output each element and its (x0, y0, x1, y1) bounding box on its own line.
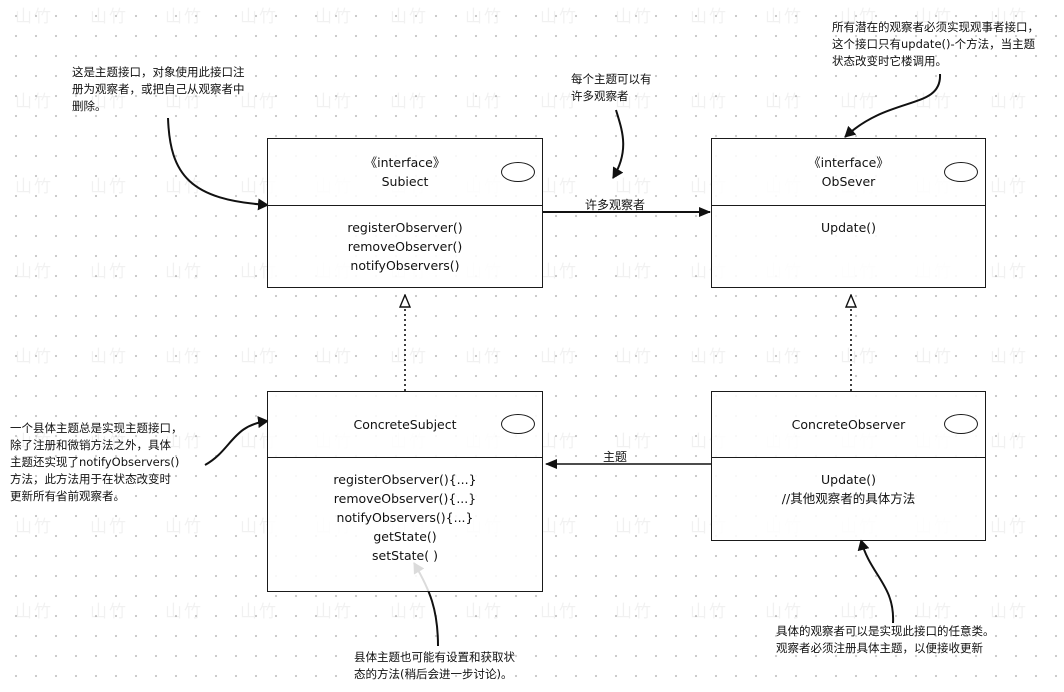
note-line: 每个主题可以有 (571, 72, 652, 86)
note-many-observers: 每个主题可以有 许多观察者 (571, 71, 652, 105)
concrete-observer-box[interactable]: ConcreteObserver Update() //其他观察者的具体方法 (711, 391, 986, 541)
note-line: 县体主题也可能有设置和获取状 (354, 650, 515, 664)
observer-name: ObSever (821, 174, 876, 189)
method: notifyObservers(){...} (336, 510, 474, 525)
note-line: 许多观察者 (571, 89, 629, 103)
method: notifyObservers() (350, 258, 460, 273)
concrete-observer-name: ConcreteObserver (791, 417, 906, 432)
observer-stereotype: 《interface》 (808, 155, 889, 170)
class-oval-icon (501, 414, 535, 434)
note-line: 这是主题接口，对象使用此接口注 (72, 65, 245, 79)
method: Update() (820, 472, 877, 487)
note-line: 更新所有省前观察者。 (10, 489, 125, 503)
note-arrow-observer (844, 73, 942, 138)
method: Update() (820, 220, 877, 235)
note-line: 这个接口只有update()-个方法，当主题 (832, 37, 1036, 51)
method: //其他观察者的具体方法 (781, 491, 916, 506)
note-subject-interface: 这是主题接口，对象使用此接口注 册为观察者，或把自己从观察者中 删除。 (72, 64, 245, 115)
method: registerObserver() (347, 220, 463, 235)
note-line: 除了注册和微销方法之外，具体 (10, 438, 171, 452)
subject-methods: registerObserver() removeObserver() noti… (268, 206, 542, 287)
class-oval-icon (501, 162, 535, 182)
note-concrete-subject: 一个县体主题总是实现主题接口， 除了注册和微销方法之外，具体 主题还实现了not… (10, 420, 183, 505)
note-line: 方法，此方法用于在状态改变时 (10, 472, 171, 486)
note-concrete-observer: 具体的观察者可以是实现此接口的任意类。 观察者必须注册具体主题，以便接收更新 (776, 623, 995, 657)
observer-methods: Update() (712, 206, 985, 287)
concrete-subject-name: ConcreteSubject (353, 417, 457, 432)
note-arrow-concrete-observer (857, 539, 895, 624)
note-line: 具体的观察者可以是实现此接口的任意类。 (776, 624, 995, 638)
method: getState() (373, 529, 437, 544)
note-arrow-concrete-subject (204, 416, 269, 466)
subject-stereotype: 《interface》 (364, 155, 446, 170)
note-arrow-many (612, 109, 625, 179)
note-line: 所有潜在的观察者必须实现观事者接口， (832, 20, 1039, 34)
note-state-methods: 县体主题也可能有设置和获取状 态的方法(稍后会进一步讨论)。 (354, 649, 515, 683)
note-line: 观察者必须注册具体主题，以便接收更新 (776, 641, 983, 655)
note-arrow-subject (167, 117, 269, 211)
concrete-observer-header: ConcreteObserver (712, 392, 985, 458)
subject-interface-box[interactable]: 《interface》 Subiect registerObserver() r… (267, 138, 543, 288)
many-observers-label: 许多观察者 (585, 198, 646, 212)
note-observer-interface: 所有潜在的观察者必须实现观事者接口， 这个接口只有update()-个方法，当主… (832, 19, 1039, 70)
concrete-subject-methods: registerObserver(){...} removeObserver()… (268, 458, 542, 591)
note-line: 删除。 (72, 99, 107, 113)
concrete-subject-box[interactable]: ConcreteSubject registerObserver(){...} … (267, 391, 543, 592)
concrete-subject-header: ConcreteSubject (268, 392, 542, 458)
note-line: 册为观察者，或把自己从观察者中 (72, 82, 245, 96)
note-line: 一个县体主题总是实现主题接口， (10, 421, 183, 435)
note-line: 主题还实现了notifyObservers() (10, 455, 180, 469)
observer-header: 《interface》 ObSever (712, 139, 985, 206)
note-line: 态的方法(稍后会进一步讨论)。 (354, 667, 513, 681)
class-oval-icon (944, 414, 978, 434)
subject-header: 《interface》 Subiect (268, 139, 542, 206)
concrete-observer-methods: Update() //其他观察者的具体方法 (712, 458, 985, 540)
subject-link-label: 主题 (603, 450, 628, 464)
observer-interface-box[interactable]: 《interface》 ObSever Update() (711, 138, 986, 288)
note-line: 状态改变时它楼调用。 (832, 54, 947, 68)
subject-name: Subiect (381, 174, 429, 189)
method: removeObserver() (347, 239, 463, 254)
method: setState( ) (372, 548, 438, 563)
method: removeObserver(){...} (333, 491, 477, 506)
method: registerObserver(){...} (333, 472, 477, 487)
class-oval-icon (944, 162, 978, 182)
